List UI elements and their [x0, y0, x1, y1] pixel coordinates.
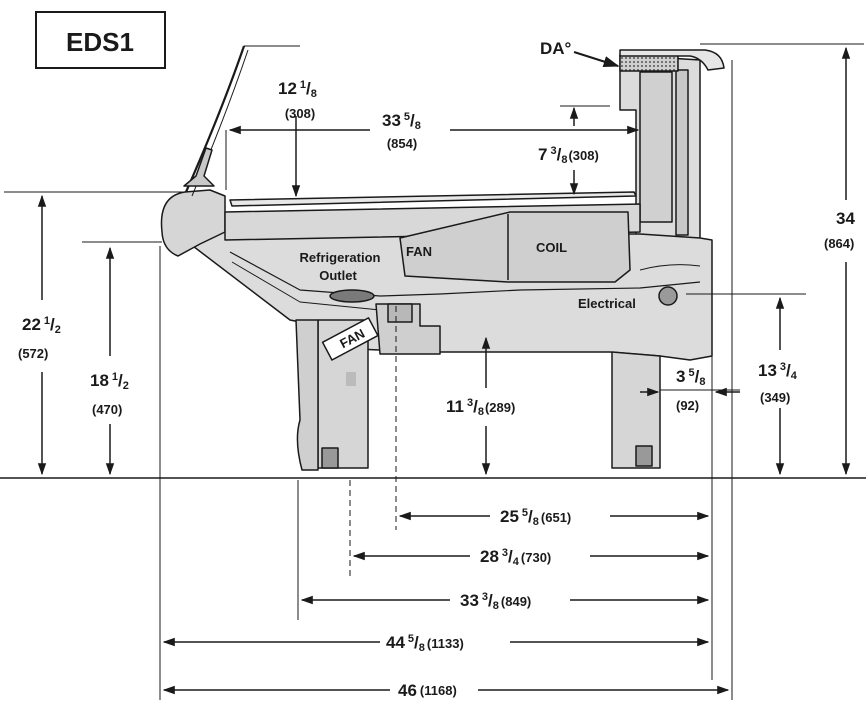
right-leg	[611, 351, 661, 469]
electrical-label: Electrical	[578, 296, 636, 311]
fan-coil-housing	[399, 211, 631, 283]
shelf	[229, 191, 637, 207]
refrigeration-outlet	[329, 289, 375, 303]
rear-tower-panel	[639, 71, 673, 223]
dim-overall-height: 34	[836, 209, 855, 228]
electrical-box	[658, 286, 678, 306]
display-case	[160, 45, 725, 471]
dim-electrical-height-mm: (349)	[760, 390, 790, 405]
coil-label: COIL	[536, 240, 567, 255]
left-skirt	[295, 319, 319, 471]
dim-overall-height-mm: (864)	[824, 236, 854, 251]
front-glass	[184, 45, 246, 193]
fan-label-upper: FAN	[406, 244, 432, 259]
lower-fan-box	[321, 317, 379, 361]
refrigeration-outlet-label-1: Refrigeration	[300, 250, 381, 265]
refrigeration-outlet-label-2: Outlet	[319, 268, 357, 283]
dimension-arrows	[37, 46, 851, 695]
glass-hinge	[183, 147, 215, 187]
rear-tower-inner	[675, 69, 689, 236]
extension-lines	[4, 43, 864, 700]
basin-floor	[229, 251, 701, 297]
dao-label: DA°	[540, 39, 572, 58]
top-cap	[619, 49, 725, 71]
dim-shelf-width-mm: (854)	[387, 136, 417, 151]
dim-depth-5: 46(1168)	[398, 681, 457, 700]
dim-front-height-mm: (470)	[92, 402, 122, 417]
dim-glass-height-mm: (308)	[285, 106, 315, 121]
air-grille	[619, 54, 679, 72]
dim-electrical-offset-mm: (92)	[676, 398, 699, 413]
title-box	[35, 11, 166, 69]
dim-counter-height-mm: (572)	[18, 346, 48, 361]
title: EDS1	[66, 27, 134, 57]
